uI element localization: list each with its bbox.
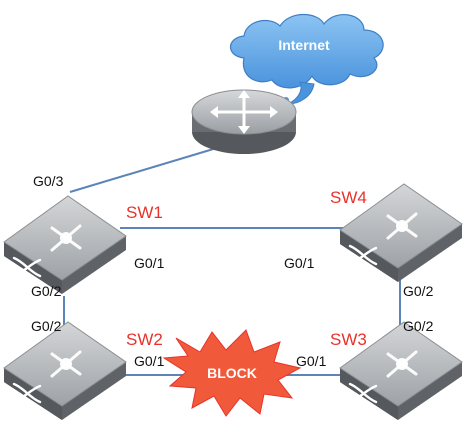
port-sw2-g01: G0/1 <box>134 353 165 369</box>
starburst-icon <box>162 329 302 417</box>
sw1-label: SW1 <box>126 203 163 222</box>
port-sw3-g01: G0/1 <box>296 353 327 369</box>
cloud-icon <box>229 13 384 89</box>
switch-sw2-icon <box>2 320 128 422</box>
sw2-label: SW2 <box>126 330 163 349</box>
block-label: BLOCK <box>207 365 257 381</box>
port-sw4-g02: G0/2 <box>403 283 434 299</box>
block-marker: BLOCK <box>162 329 302 417</box>
sw4-label: SW4 <box>330 188 367 207</box>
switch-sw1-icon <box>2 194 128 296</box>
port-sw2-g02: G0/2 <box>31 318 62 334</box>
link-router-sw1 <box>69 143 231 193</box>
router-icon <box>190 88 298 156</box>
port-sw3-g02: G0/2 <box>403 318 434 334</box>
sw3-label: SW3 <box>330 330 367 349</box>
port-sw1-g02: G0/2 <box>31 283 62 299</box>
port-sw1-g03: G0/3 <box>33 173 64 189</box>
port-sw4-g01: G0/1 <box>284 255 315 271</box>
port-sw1-g01: G0/1 <box>134 255 165 271</box>
cloud-label: Internet <box>278 37 330 53</box>
